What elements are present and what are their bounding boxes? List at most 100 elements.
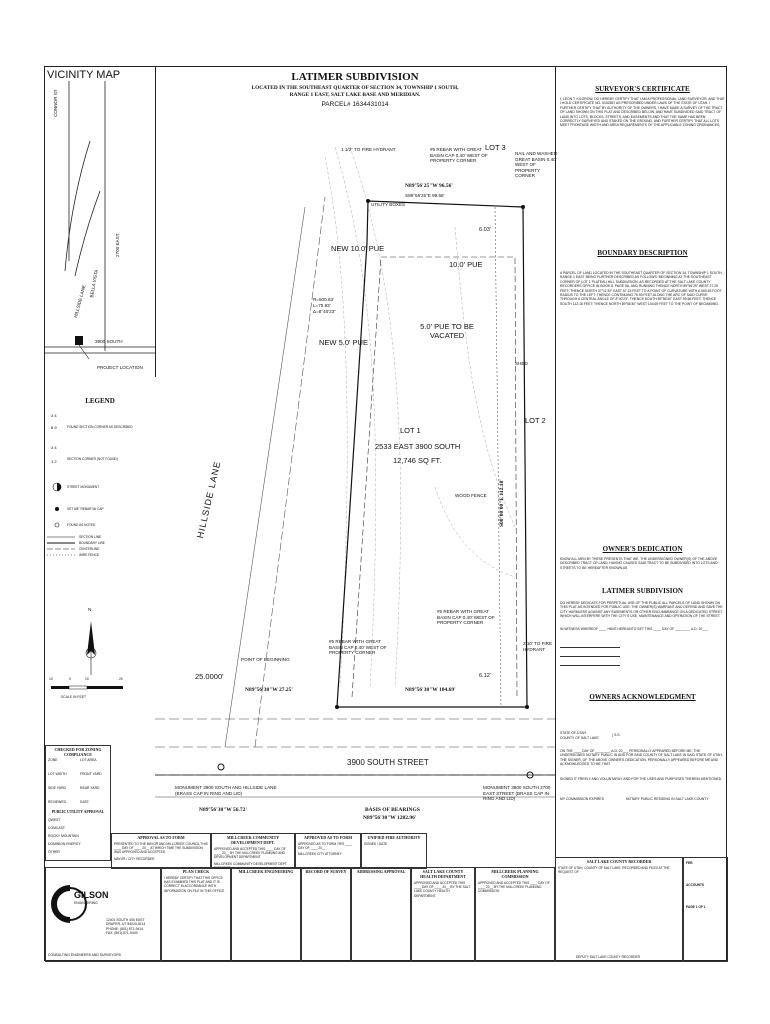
legend-item: FOUND SECTION CORNER AS DESCRIBED (67, 425, 133, 429)
nail-washer-label: NAIL AND WASHER GREAT BASIN 0.40' WEST O… (515, 151, 558, 179)
legend-item: CENTERLINE (79, 547, 100, 551)
pob-label: POINT OF BEGINNING (241, 657, 290, 662)
vicinity-title: VICINITY MAP (47, 69, 121, 81)
utility-row: COMCAST (48, 826, 65, 830)
checklist-title: CHECKED FOR ZONING COMPLIANCE (54, 747, 102, 757)
ack-notary: NOTARY PUBLIC RESIDING IN SALT LAKE COUN… (626, 797, 709, 801)
curve-l: L=75.93' (313, 303, 331, 308)
vicinity-street-3900: 3900 SOUTH (95, 339, 123, 344)
bottom-box: MILLCREEK ENGINEERING (231, 867, 301, 962)
bottom-box-body: I HEREBY CERTIFY THAT THIS OFFICE HAS EX… (164, 876, 225, 893)
bottom-box-body: STATE OF UTAH, COUNTY OF SALT LAKE, RECO… (558, 866, 670, 875)
svg-text:3 4: 3 4 (51, 413, 57, 418)
approval-title: MILLCREEK COMMUNITY DEVELOPMENT DEPT. (226, 835, 280, 845)
bottom-box-title: MILLCREEK PLANNING COMMISSION (491, 869, 539, 879)
corner-marker-se (525, 705, 529, 709)
lot3-label: LOT 3 (485, 143, 506, 152)
owner-signature-line-3 (560, 657, 620, 666)
ack-ss: } S.S. (612, 733, 621, 737)
parcel-number: PARCEL# 1634431014 (321, 101, 389, 108)
dim-612: 6.12' (479, 673, 491, 679)
scale-label: SCALE IN FEET (61, 695, 87, 699)
north-label: N (88, 607, 92, 612)
surveyor-cert-title: SURVEYOR'S CERTIFICATE (595, 85, 690, 93)
right-column: SURVEYOR'S CERTIFICATE I, LEON T. KILGRO… (555, 67, 729, 857)
lot1-area: 12,746 SQ FT. (393, 456, 442, 465)
company-tag: CONSULTING ENGINEERS AND SURVEYORS (48, 953, 121, 957)
owner-signature-line-1 (560, 639, 620, 648)
wood-fence-label: WOOD FENCE (455, 493, 487, 498)
vicinity-street-2700: 2700 EAST (115, 233, 120, 258)
bottom-box-title: SALT LAKE COUNTY RECORDER (586, 859, 652, 864)
approval-box: UNIFIED FIRE AUTHORITY SIGNED / DATE (361, 833, 427, 869)
scale-bar (51, 685, 123, 690)
ack-body2: SIGNED IT FREELY AND VOLUNTARILY AND FOR… (560, 777, 723, 781)
bottom-box-body: APPROVED AND ACCEPTED THIS ____ DAY OF _… (414, 881, 471, 898)
bottom-box: PLAN CHECK I HEREBY CERTIFY THAT THIS OF… (161, 867, 231, 962)
boundary-body: A PARCEL OF LAND LOCATED IN THE SOUTHEAS… (560, 271, 723, 306)
approval-body: APPROVED AND ACCEPTED THIS ____ DAY OF _… (214, 847, 286, 860)
company-sub: ENGINEERING (74, 901, 98, 905)
plat-drawing (155, 146, 555, 798)
rebar-pob-label-2: #5 REBAR WITH GREAT BASIN CAP 0.40' WEST… (329, 639, 387, 656)
street-3900-label: 3900 SOUTH STREET (347, 758, 429, 767)
approval-box: MILLCREEK COMMUNITY DEVELOPMENT DEPT. AP… (211, 833, 295, 870)
approval-box: APPROVAL AS TO FORM PRESENTED TO THE MAY… (111, 833, 211, 869)
legend-item: SET 5/8" REBAR W/ CAP (67, 507, 104, 511)
legend: LEGEND FOUND SECTION CORNER AS DESCRIBED… (45, 397, 155, 587)
legend-item: FOUND AS NOTED (67, 523, 96, 527)
utility-row: OTHER (48, 850, 60, 854)
utility-boxes-label: UTILITY BOXES (371, 202, 406, 207)
legend-item: STREET MONUMENT (67, 485, 100, 489)
monument-left (217, 763, 225, 771)
utility-title: PUBLIC UTILITY APPROVAL (51, 810, 105, 814)
plat-title: LATIMER SUBDIVISION (291, 71, 419, 83)
bottom-box: SALT LAKE COUNTY RECORDER STATE OF UTAH,… (555, 857, 683, 962)
checklist-title-cell: CHECKED FOR ZONING COMPLIANCE (46, 746, 110, 757)
approval-title: APPROVAL AS TO FORM (137, 835, 185, 840)
lot1-label: LOT 1 (400, 426, 421, 435)
pue-lines (351, 256, 518, 698)
svg-text:1 2: 1 2 (51, 459, 57, 464)
surveyor-cert-body: I, LEON T. KILGROW, DO HEREBY CERTIFY TH… (560, 97, 725, 128)
vicinity-streets-drawing (45, 81, 155, 360)
south-bearing-1: N89°56'30"W 27.25' (245, 687, 293, 693)
approval-title: UNIFIED FIRE AUTHORITY (367, 835, 421, 840)
legend-item: SECTION LINE (79, 535, 102, 539)
monument-left-label: MONUMENT 3900 SOUTH AND HILLSIDE LANE (B… (175, 785, 277, 796)
owner-signature-line-2 (560, 648, 620, 657)
recorder-sign: DEPUTY SALT LAKE COUNTY RECORDER (576, 954, 640, 959)
top-bearing-2: S89°56'25"E 99.56' (405, 193, 445, 198)
plat-subtitle-line1: LOCATED IN THE SOUTHEAST QUARTER OF SECT… (251, 85, 459, 91)
owners-dedication-body: KNOW ALL MEN BY THESE PRESENTS THAT WE, … (560, 557, 718, 570)
ack-county: COUNTY OF SALT LAKE (560, 736, 599, 740)
zoning-checklist: CHECKED FOR ZONING COMPLIANCE ZONE LOT A… (45, 745, 111, 861)
bottom-box: MILLCREEK PLANNING COMMISSION APPROVED A… (475, 867, 555, 962)
lot1-address: 2533 EAST 3900 SOUTH (375, 442, 461, 451)
bottom-box: RECORD OF SURVEY (301, 867, 351, 962)
approval-title: APPROVED AS TO FORM (304, 835, 352, 840)
checklist-row: LOT AREA (80, 758, 97, 762)
accounts-label: ACCOUNTS (686, 883, 705, 888)
approval-sign: MAYOR / CITY RECORDER (114, 856, 155, 861)
plat-sheet: VICINITY MAP CONNOR ST 2700 EAST HILLSID… (44, 66, 729, 962)
legend-title: LEGEND (85, 397, 115, 405)
bottom-box: ADDRESSING APPROVAL (351, 867, 411, 962)
east-bearing: S00°00'00"E 112.18' (499, 479, 505, 527)
sheet-info: FEE: ACCOUNTS PAGE 1 OF 1 (683, 857, 728, 962)
ack-state: STATE OF UTAH (560, 731, 586, 735)
legend-item: WIRE FENCE (79, 553, 100, 557)
bottom-box-title: SALT LAKE COUNTY HEALTH DEPARTMENT (420, 869, 466, 879)
checklist-row: LOT WIDTH (48, 772, 67, 776)
fence-line (494, 206, 502, 708)
fee-label: FEE: (686, 861, 694, 865)
rebar-pob-label-1: #5 REBAR WITH GREAT BASIN CAP 0.40' WEST… (437, 609, 495, 626)
approval-body: APPROVED AS TO FORM THIS ____ DAY OF ___… (298, 842, 353, 851)
curve-r: R=500.63' (313, 297, 334, 302)
ack-body: ON THE ____ DAY OF ________ A.D. 20___ P… (560, 749, 723, 767)
company-block: GILSON ENGINEERING 12401 SOUTH 450 EAST … (45, 867, 161, 962)
hillside-edge-east (254, 196, 326, 748)
company-name: GILSON (74, 890, 109, 900)
lot2-label: LOT 2 (525, 416, 546, 425)
owner-signature-lines (560, 639, 725, 666)
